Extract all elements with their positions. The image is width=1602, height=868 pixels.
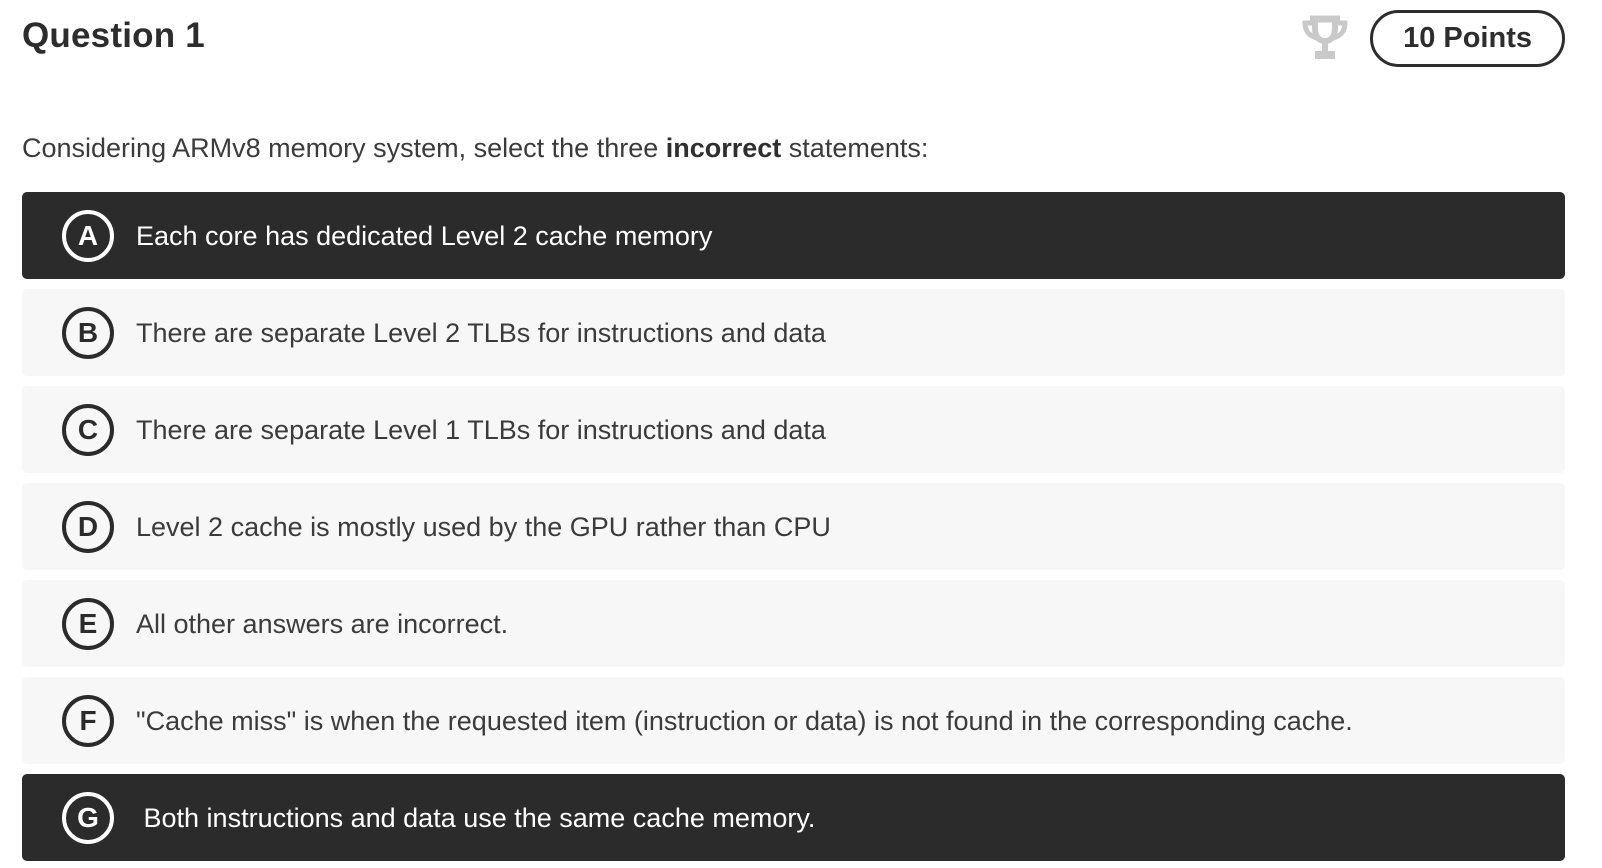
option-letter-badge: B [62, 306, 114, 359]
question-header: Question 1 10 Points [22, 10, 1565, 74]
answer-option-e[interactable]: E All other answers are incorrect. [22, 580, 1565, 667]
question-text-suffix: statements: [781, 133, 929, 163]
answer-option-g[interactable]: G Both instructions and data use the sam… [22, 774, 1565, 861]
option-text: All other answers are incorrect. [136, 608, 509, 639]
option-letter-badge: C [62, 403, 114, 456]
answer-option-b[interactable]: B There are separate Level 2 TLBs for in… [22, 289, 1565, 376]
option-letter-badge: E [62, 597, 114, 650]
option-text: There are separate Level 2 TLBs for inst… [136, 317, 826, 348]
question-text-bold: incorrect [665, 133, 782, 163]
points-badge: 10 Points [1370, 10, 1565, 67]
answer-option-a[interactable]: A Each core has dedicated Level 2 cache … [22, 192, 1565, 279]
answer-options-list: A Each core has dedicated Level 2 cache … [22, 192, 1565, 861]
option-letter-badge: A [62, 209, 114, 262]
option-text: "Cache miss" is when the requested item … [136, 705, 1353, 736]
question-text: Considering ARMv8 memory system, select … [22, 130, 1565, 166]
option-text: Level 2 cache is mostly used by the GPU … [136, 511, 831, 542]
option-text: Each core has dedicated Level 2 cache me… [136, 220, 713, 251]
option-letter-badge: F [62, 694, 114, 747]
question-text-prefix: Considering ARMv8 memory system, select … [22, 133, 666, 163]
answer-option-c[interactable]: C There are separate Level 1 TLBs for in… [22, 386, 1565, 473]
answer-option-f[interactable]: F "Cache miss" is when the requested ite… [22, 677, 1565, 764]
option-text: There are separate Level 1 TLBs for inst… [136, 414, 826, 445]
header-right: 10 Points [1300, 10, 1565, 67]
option-text: Both instructions and data use the same … [136, 802, 816, 833]
trophy-icon [1302, 15, 1348, 59]
option-letter-badge: G [62, 791, 114, 844]
option-letter-badge: D [62, 500, 114, 553]
question-title: Question 1 [22, 16, 205, 55]
answer-option-d[interactable]: D Level 2 cache is mostly used by the GP… [22, 483, 1565, 570]
